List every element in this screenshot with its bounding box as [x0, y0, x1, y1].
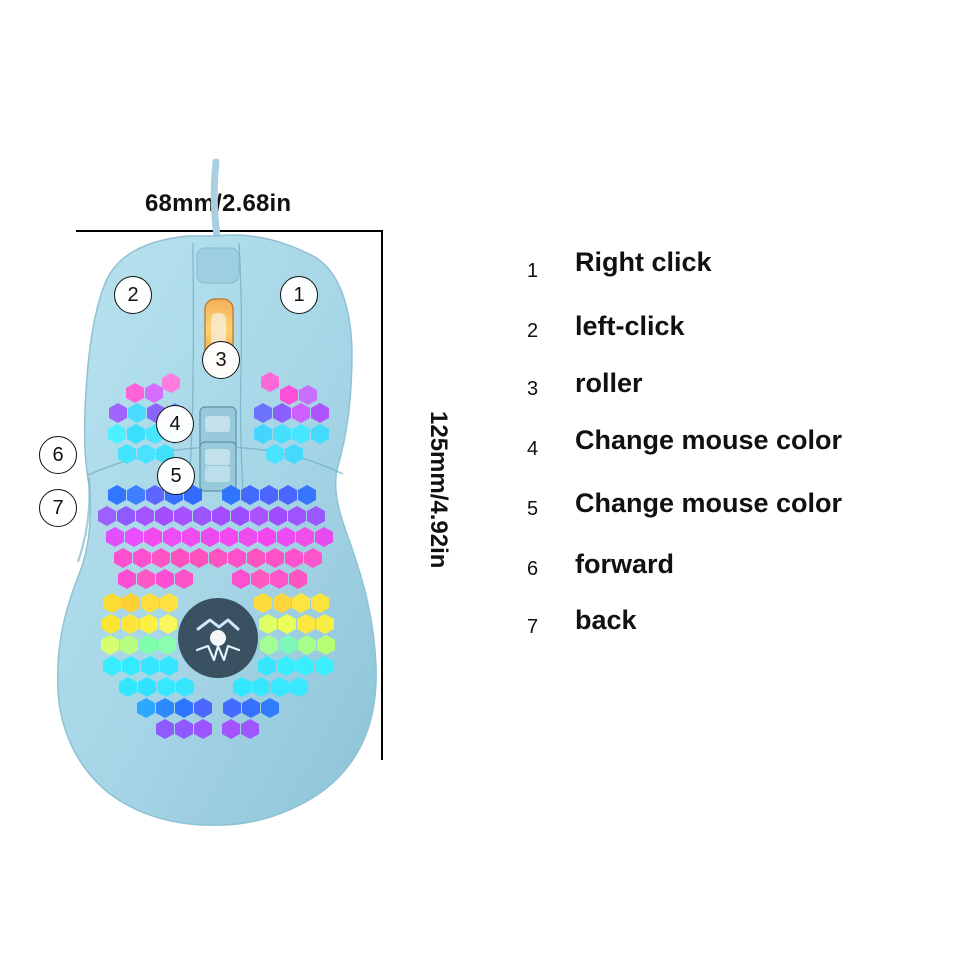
callout-7: 7	[39, 489, 77, 527]
callout-5: 5	[157, 457, 195, 495]
legend-label-4: Change mouse color	[575, 425, 843, 455]
callout-1: 1	[280, 276, 318, 314]
legend-label-5: Change mouse color	[575, 488, 843, 518]
legend-label-3: roller	[575, 368, 643, 398]
callout-6: 6	[39, 436, 77, 474]
width-dimension-line	[76, 230, 383, 232]
legend-label-1: Right click	[575, 247, 712, 277]
legend-number-4: 4	[527, 438, 539, 460]
legend-number-5: 5	[527, 498, 539, 520]
legend-number-6: 6	[527, 558, 539, 580]
legend-label-7: back	[575, 605, 637, 635]
right-button-split	[238, 242, 244, 491]
callout-4: 4	[156, 405, 194, 443]
left-button-split	[188, 242, 195, 491]
honeycomb-upper-right	[254, 372, 329, 464]
height-dimension-line	[381, 230, 383, 760]
legend-number-1: 1	[527, 260, 539, 282]
honeycomb-lower	[98, 485, 335, 739]
mouse-body	[56, 234, 377, 826]
legend-label-6: forward	[575, 549, 675, 579]
callout-2: 2	[114, 276, 152, 314]
legend-number-2: 2	[527, 320, 539, 342]
legend-number-7: 7	[527, 616, 539, 638]
side-grip-line	[76, 477, 91, 563]
legend-label-2: left-click	[575, 311, 685, 341]
wheel-cover	[196, 247, 240, 284]
callout-3: 3	[202, 341, 240, 379]
usb-cable-icon	[210, 158, 221, 240]
legend-number-3: 3	[527, 378, 539, 400]
